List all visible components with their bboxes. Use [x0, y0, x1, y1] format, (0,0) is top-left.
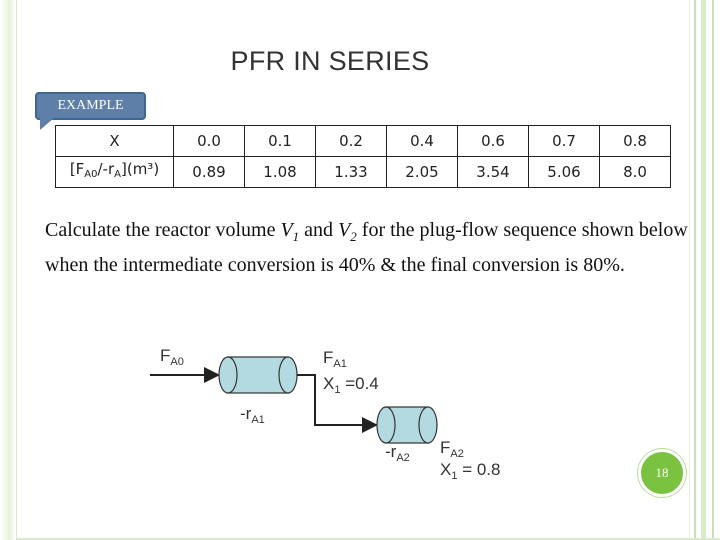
- table-cell-f: 0.89: [173, 156, 245, 188]
- right-frame-line: [689, 0, 690, 540]
- connecting-arrow: [297, 374, 378, 433]
- table-cell-f: 1.33: [315, 156, 387, 188]
- table-cell-x: 0.6: [457, 125, 529, 157]
- example-callout-label: EXAMPLE: [57, 98, 124, 113]
- rate-1-label: -rA1: [240, 404, 265, 426]
- table-cell-f: 1.08: [244, 156, 316, 188]
- table-cell-x: 0.4: [386, 125, 458, 157]
- right-frame-line: [701, 0, 706, 540]
- table-cell-f: 3.54: [457, 156, 529, 188]
- left-frame-decoration: [0, 0, 17, 540]
- right-frame-line: [712, 0, 714, 540]
- table-header-x: X: [55, 125, 174, 157]
- slide-title: PFR IN SERIES: [230, 46, 430, 76]
- table-cell-x: 0.1: [244, 125, 316, 157]
- table-row-levenspiel: [FA0/-rA](m³) 0.89 1.08 1.33 2.05 3.54 5…: [55, 156, 671, 188]
- right-frame-line: [694, 0, 696, 540]
- table-cell-f: 5.06: [528, 156, 600, 188]
- page-number: 18: [655, 465, 669, 480]
- example-callout: EXAMPLE: [35, 92, 146, 120]
- table-row-conversion: X 0.0 0.1 0.2 0.4 0.6 0.7 0.8: [55, 125, 671, 157]
- callout-tail: [40, 118, 54, 130]
- page-number-badge: 18: [638, 449, 686, 497]
- table-cell-x: 0.8: [599, 125, 671, 157]
- inlet-flow-label: FA0: [160, 346, 184, 368]
- table-cell-x: 0.2: [315, 125, 387, 157]
- rate-2-label: -rA2: [385, 442, 410, 464]
- stream-1-conversion-label: X1 =0.4: [323, 374, 379, 396]
- stream-2-conversion-label: X1 = 0.8: [440, 460, 500, 482]
- stream-1-flow-label: FA1: [323, 348, 347, 370]
- table-cell-x: 0.7: [528, 125, 600, 157]
- reactor-2: [376, 406, 438, 444]
- table-header-fa0-over-ra: [FA0/-rA](m³): [55, 156, 174, 188]
- stream-2-flow-label: FA2: [440, 438, 464, 460]
- reactor-1: [218, 356, 298, 394]
- table-cell-f: 2.05: [386, 156, 458, 188]
- pfr-series-diagram: FA0 -rA1 FA1 X1 =0.4 -rA2 FA2 X1 = 0.8: [150, 346, 500, 482]
- problem-statement: Calculate the reactor volume V1 and V2 f…: [45, 219, 688, 276]
- conversion-table: X 0.0 0.1 0.2 0.4 0.6 0.7 0.8 [FA0/-rA](…: [55, 125, 671, 188]
- bottom-frame-line: [16, 538, 720, 540]
- table-cell-x: 0.0: [173, 125, 245, 157]
- table-cell-f: 8.0: [599, 156, 671, 188]
